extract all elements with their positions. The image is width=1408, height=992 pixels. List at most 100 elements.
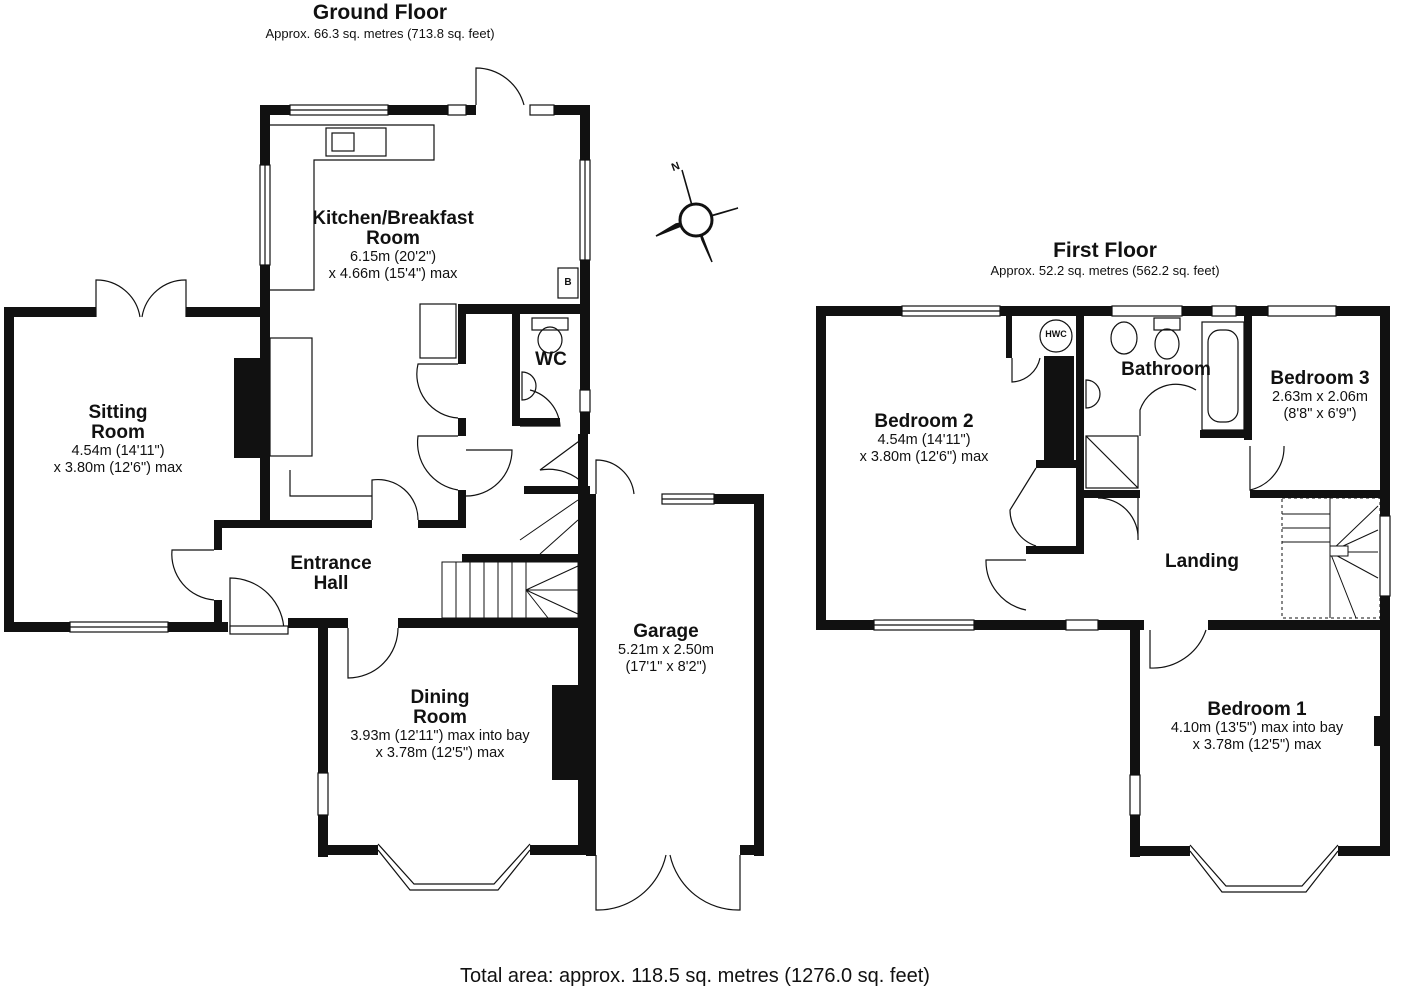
chimney-breast [234,358,264,458]
first-floor-fittings [873,305,1391,893]
door [171,549,215,601]
door [371,478,419,521]
wc-label: WC [535,349,567,370]
window [447,104,467,116]
chimney-breast [1044,356,1074,466]
chimney-breast [1374,716,1384,746]
bathroom-label: Bathroom [1121,359,1211,380]
wall [466,105,476,115]
toilet-cistern [531,317,569,331]
toilet-cistern [1153,317,1181,331]
wall [816,306,826,630]
kitchen-unit-outline [289,470,372,497]
sitting-room-dimension-line2: x 3.80m (12'6") max [53,459,183,476]
dining-room-label: Dining Room 3.93m (12'11") max into bay … [330,688,550,761]
wall [458,418,466,436]
door [985,559,1027,611]
wall [1098,620,1144,630]
wall [714,494,764,504]
bathroom-basin [1110,321,1138,355]
wall [512,314,520,426]
wall [580,260,590,390]
wall [1250,490,1390,498]
door [1139,383,1197,436]
kitchen-dimension-line1: 6.15m (20'2") [349,248,437,265]
wall [260,265,270,310]
toilet-bowl [1154,328,1180,360]
bedroom-1-name: Bedroom 1 [1207,699,1307,720]
toilet-bowl [537,326,563,354]
wall [260,105,290,115]
french-door-right [141,279,187,318]
front-door-step [229,625,289,635]
sink [325,127,387,157]
wall [1130,620,1140,775]
ground-floor-plan [4,105,764,857]
shower-tray [1085,435,1139,489]
door [347,627,399,679]
wall [580,105,590,160]
dining-room-dimension-line2: x 3.78m (12'5") max [375,744,505,761]
entrance-hall-name-line1: Entrance [290,553,372,574]
bay-window [1189,850,1339,893]
first-floor-title: First Floor [1053,239,1157,262]
window [317,772,329,816]
ground-floor-fittings [69,67,741,911]
chimney-breast [552,685,580,780]
ground-floor-title: Ground Floor [312,1,448,24]
back-door [475,67,525,106]
garage-side-door [595,459,635,495]
wall [1006,316,1012,358]
bedroom-2-dimension-line2: x 3.80m (12'6") max [859,448,989,465]
wall [974,620,1066,630]
wall [1200,430,1248,438]
wall [1026,546,1084,554]
garage-name: Garage [633,621,699,642]
wall [318,618,328,773]
wc-basin [521,371,537,401]
wall [388,105,448,115]
garage-dimension-line2: (17'1" x 8'2") [625,658,707,675]
wall [530,845,588,855]
bedroom-1-label: Bedroom 1 4.10m (13'5") max into bay x 3… [1150,700,1364,753]
wall [1380,596,1390,856]
wall [458,304,466,364]
hot-water-cylinder [1039,319,1073,353]
wall [318,815,328,857]
french-door-left [95,279,141,318]
shower-tray-line [1085,435,1139,489]
wall [554,105,590,115]
door [416,435,459,491]
boiler-box [557,267,579,299]
wall [398,618,588,628]
wall [462,554,580,562]
wall [1182,306,1212,316]
window [1267,305,1337,317]
window [1211,305,1237,317]
wall [1130,815,1140,857]
wall [1076,316,1084,548]
wall [1084,490,1140,498]
wall [512,418,560,426]
window [1379,515,1391,597]
wall [458,490,466,528]
wall [4,307,96,317]
wall [580,412,590,434]
wall [418,520,462,528]
window [1065,619,1099,631]
garage-door-left [595,854,667,911]
wall [1130,846,1190,856]
cupboard-door [1097,497,1139,541]
wall [578,434,588,855]
wall [214,600,222,632]
wall [260,307,270,525]
bathroom-basin-side [1085,379,1101,409]
ground-floor-area: Approx. 66.3 sq. metres (713.8 sq. feet) [265,26,495,41]
kitchen-name-line2: Room [366,227,420,249]
sitting-room-name-line2: Room [91,421,145,443]
dining-room-name-line2: Room [413,706,467,728]
first-floor-stairs [1281,497,1381,619]
window [579,389,591,413]
north-compass [655,169,739,263]
